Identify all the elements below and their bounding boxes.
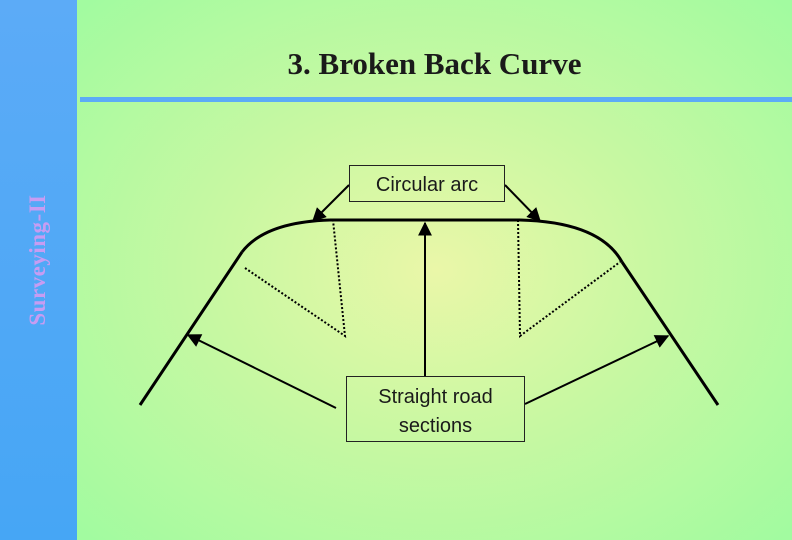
title-divider	[80, 97, 792, 102]
right-straight-road	[620, 261, 720, 406]
left-circular-arc	[240, 218, 331, 253]
road-pointer-arrow-right	[524, 335, 670, 405]
right-circular-arc	[519, 218, 624, 263]
arc-pointer-arrow-right	[504, 184, 541, 223]
straight-road-label: Straight road sections	[346, 376, 525, 442]
arc-pointer-arrow-left	[312, 184, 350, 222]
left-straight-road	[138, 251, 244, 406]
sidebar-band: Surveying-II	[0, 0, 77, 540]
page-title: 3. Broken Back Curve	[287, 46, 582, 81]
circular-arc-label: Circular arc	[349, 165, 505, 202]
road-pointer-arrow-left	[186, 334, 337, 409]
right-arc-radius-lines	[517, 219, 621, 338]
left-arc-radius-lines	[244, 219, 347, 339]
